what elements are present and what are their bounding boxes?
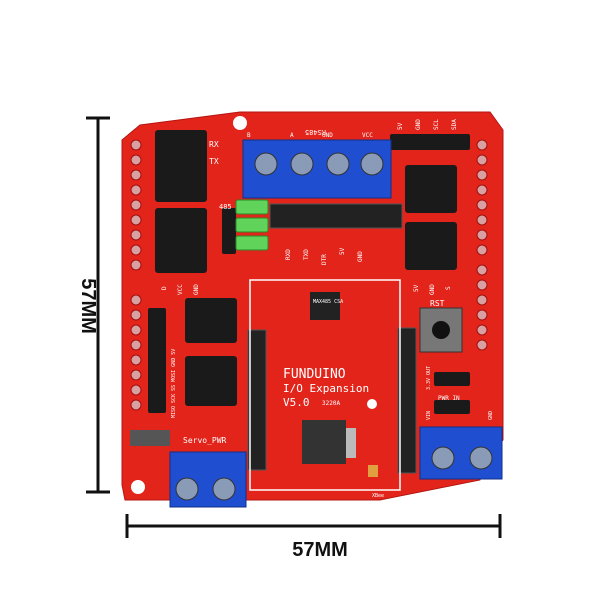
xbee-outline: [249, 279, 401, 491]
rs485-terminal: [242, 139, 392, 199]
reset-button: [419, 307, 463, 353]
tx-label: TX: [209, 157, 219, 166]
i2c-scl: SCL: [433, 119, 440, 130]
pin-headers: [148, 130, 470, 414]
rx-label: RX: [209, 140, 219, 149]
rs485-pin-vcc: VCC: [362, 132, 373, 139]
spi-label: MISO SCK SS MOSI GND 5V: [171, 349, 177, 418]
servo-pwr-label: Servo_PWR: [183, 436, 227, 445]
col-gnd-right: GND: [429, 284, 436, 295]
i2c-5v: 5V: [397, 122, 404, 130]
max485-chip: [310, 292, 340, 320]
mounting-holes: [131, 116, 377, 494]
code-label: 3220A: [322, 400, 340, 407]
rst-label: RST: [430, 299, 445, 308]
version-label: V5.0: [283, 396, 310, 409]
485-label: 485: [219, 203, 232, 211]
3v3-out-label: 3.3V OUT: [426, 366, 432, 390]
rs485-pin-a: A: [290, 132, 294, 139]
i2c-gnd: GND: [415, 119, 422, 130]
xbee-pin-txd: TXD: [303, 249, 310, 260]
power-in-terminal: [419, 426, 503, 480]
servo-power-terminal: [169, 451, 247, 508]
col-s: S: [445, 286, 452, 290]
brand-label: FUNDUINO: [283, 367, 346, 382]
height-label: 57MM: [77, 278, 99, 334]
voltage-regulator: [302, 420, 346, 464]
width-label: 57MM: [292, 539, 348, 561]
xbee-pin-gnd: GND: [357, 251, 364, 262]
width-dimension: [125, 514, 502, 538]
servo-switch: [130, 430, 170, 446]
col-5v: 5V: [413, 284, 420, 292]
edge-pads: [130, 139, 488, 411]
female-headers: [247, 203, 417, 474]
product-label: I/O Expansion: [283, 382, 369, 395]
chip-label: MAX485 CSA: [313, 299, 343, 305]
xbee-pin-5v: 5V: [339, 247, 346, 255]
height-dimension: [86, 116, 110, 494]
jumper-caps: [235, 199, 269, 251]
xbee-pin-rxd: RXD: [285, 249, 292, 260]
pwr-in-label: PWR IN: [438, 395, 460, 402]
rs485-label: RS485: [305, 128, 326, 136]
col-vcc: VCC: [177, 284, 184, 295]
col-d: D: [161, 286, 168, 290]
i2c-sda: SDA: [451, 119, 458, 130]
rs485-pin-b: B: [247, 132, 251, 139]
xbee-pin-dtr: DTR: [321, 254, 328, 265]
col-gnd: GND: [193, 284, 200, 295]
vin-label: VIN: [426, 411, 432, 420]
gnd-label: GND: [488, 411, 494, 420]
rs485-pin-gnd: GND: [322, 132, 333, 139]
xbee-label: XBee: [372, 493, 384, 499]
